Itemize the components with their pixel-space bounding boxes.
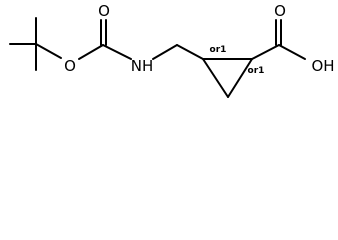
chemical-structure: O O NH O OH or1 or1 [9, 2, 335, 98]
bond-ring-c1-c3 [202, 58, 229, 98]
bond-nh-to-ch2 [152, 44, 178, 60]
bond-o-to-carbonyl [78, 44, 104, 60]
bond-ring-c2-c3 [227, 58, 253, 98]
atom-nh: NH [131, 57, 154, 75]
stereo-label-c1: or1 [210, 45, 227, 55]
bond-ch2-to-ring [176, 44, 204, 60]
bond-carboxyl-to-oh [278, 44, 306, 60]
bond-tbu-to-o [35, 43, 62, 59]
stereo-label-c2: or1 [248, 66, 265, 76]
atom-o-ester-boc: O [64, 57, 76, 75]
bond-ring-to-carboxyl [251, 44, 280, 60]
atom-oh: OH [311, 57, 334, 75]
atom-o-carbonyl-boc: O [98, 2, 110, 20]
bond-carbonyl-to-nh [102, 44, 132, 60]
atom-o-carbonyl-acid: O [274, 2, 286, 20]
